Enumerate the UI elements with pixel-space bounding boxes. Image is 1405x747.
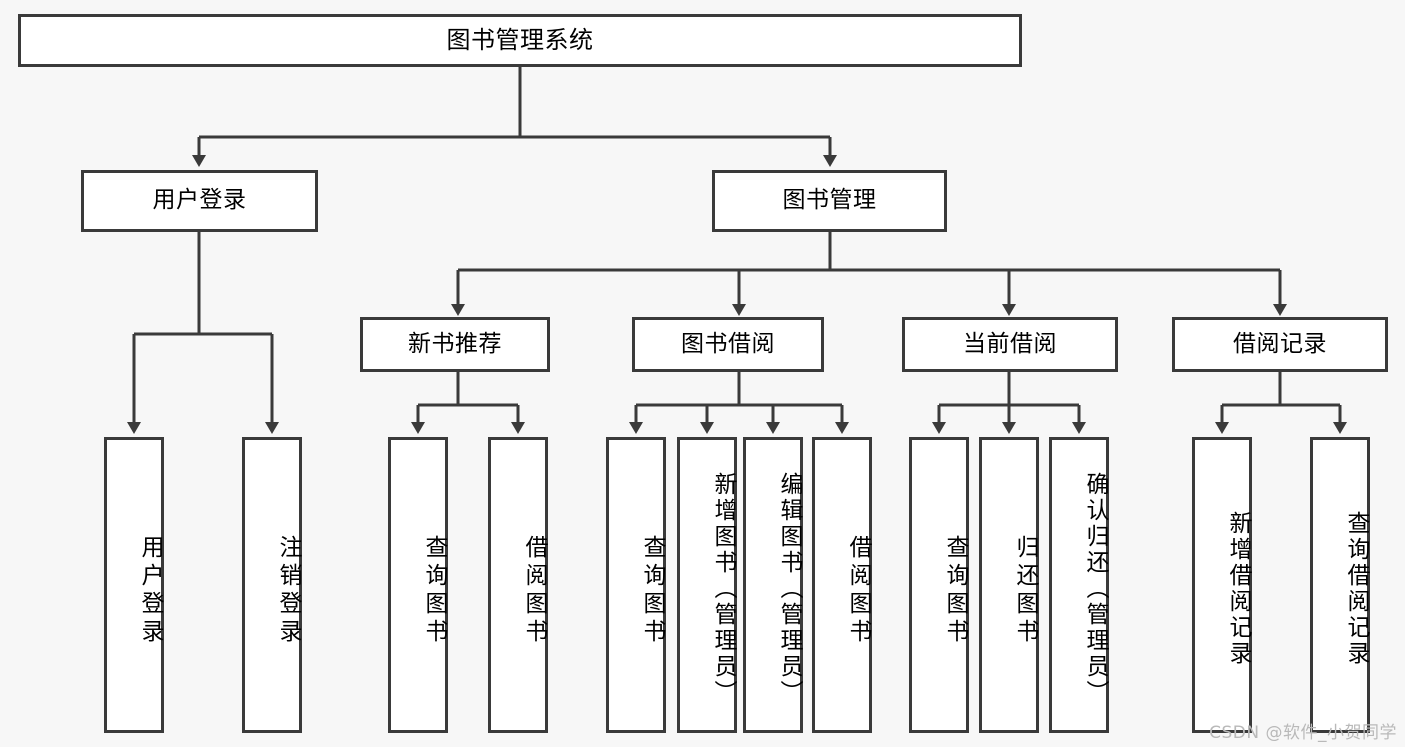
node-label: 用户登录 — [152, 187, 247, 214]
node-label: 新增图书（管理员） — [710, 472, 736, 706]
leaf-current-borrow-confirm-return-admin[interactable]: 确认归还（管理员） — [1049, 437, 1109, 733]
leaf-new-book-query-book[interactable]: 查询图书 — [388, 437, 448, 733]
node-book-management[interactable]: 图书管理 — [712, 170, 947, 232]
leaf-book-borrow-query-book[interactable]: 查询图书 — [606, 437, 666, 733]
leaf-user-login-logout[interactable]: 注销登录 — [242, 437, 302, 733]
node-borrow-record[interactable]: 借阅记录 — [1172, 317, 1388, 372]
watermark-text: CSDN @软件_小贺同学 — [1209, 723, 1397, 743]
node-label: 图书管理系统 — [446, 26, 594, 55]
node-label: 查询图书 — [639, 535, 665, 647]
node-label: 归还图书 — [1012, 535, 1038, 647]
leaf-user-login-login[interactable]: 用户登录 — [104, 437, 164, 733]
node-label: 确认归还（管理员） — [1082, 472, 1108, 706]
node-new-book-recommend[interactable]: 新书推荐 — [360, 317, 550, 372]
node-label: 图书管理 — [782, 187, 877, 214]
node-label: 新增借阅记录 — [1225, 511, 1251, 667]
leaf-new-book-borrow-book[interactable]: 借阅图书 — [488, 437, 548, 733]
node-label: 用户登录 — [137, 535, 163, 647]
node-label: 图书借阅 — [681, 330, 775, 357]
node-label: 查询图书 — [942, 535, 968, 647]
node-label: 借阅图书 — [521, 535, 547, 647]
node-label: 借阅图书 — [845, 535, 871, 647]
node-label: 查询图书 — [421, 535, 447, 647]
node-book-borrow[interactable]: 图书借阅 — [632, 317, 824, 372]
node-label: 新书推荐 — [408, 330, 502, 357]
node-label: 编辑图书（管理员） — [776, 472, 802, 706]
node-label: 注销登录 — [275, 535, 301, 647]
leaf-current-borrow-query-book[interactable]: 查询图书 — [909, 437, 969, 733]
node-label: 借阅记录 — [1233, 330, 1327, 357]
node-current-borrow[interactable]: 当前借阅 — [902, 317, 1118, 372]
node-label: 查询借阅记录 — [1343, 511, 1369, 667]
node-root-system[interactable]: 图书管理系统 — [18, 14, 1022, 67]
leaf-book-borrow-add-book-admin[interactable]: 新增图书（管理员） — [677, 437, 737, 733]
leaf-borrow-record-add-record[interactable]: 新增借阅记录 — [1192, 437, 1252, 733]
node-user-login[interactable]: 用户登录 — [81, 170, 318, 232]
node-label: 当前借阅 — [963, 330, 1057, 357]
leaf-borrow-record-query-record[interactable]: 查询借阅记录 — [1310, 437, 1370, 733]
leaf-current-borrow-return-book[interactable]: 归还图书 — [979, 437, 1039, 733]
leaf-book-borrow-edit-book-admin[interactable]: 编辑图书（管理员） — [743, 437, 803, 733]
leaf-book-borrow-borrow-book[interactable]: 借阅图书 — [812, 437, 872, 733]
